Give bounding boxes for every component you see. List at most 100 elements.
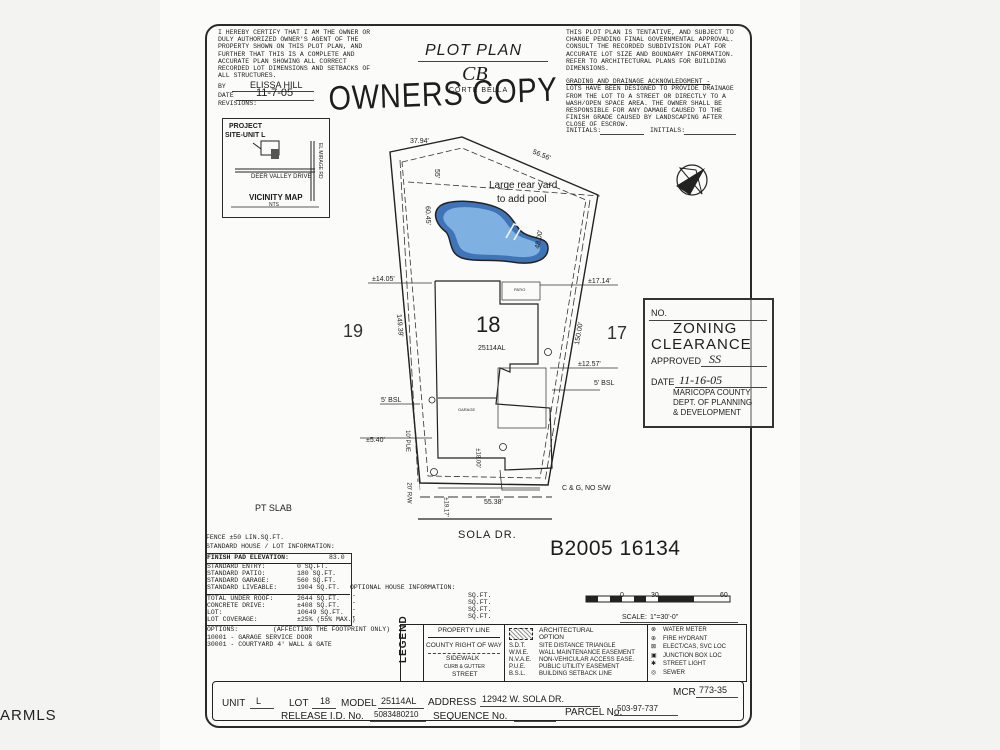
- optional-title: OPTIONAL HOUSE INFORMATION:: [350, 584, 456, 591]
- date-label: DATE: [218, 92, 234, 99]
- info-row-value: ±25% (55% MAX.): [297, 616, 356, 623]
- legend-abbrev-code: W.M.E.: [509, 650, 529, 656]
- info-row-label: CONCRETE DRIVE:: [207, 602, 266, 609]
- vicinity-map: PROJECT SITE-UNIT L DEER VALLEY DRIVE EL…: [222, 118, 330, 218]
- dim-top-left: 37.94': [410, 138, 429, 145]
- legend-arch-option: ARCHITECTURAL OPTION: [539, 627, 594, 641]
- legend-title: LEGEND: [398, 615, 409, 663]
- cert-line: I HEREBY CERTIFY THAT I AM THE OWNER OR: [218, 29, 371, 36]
- initials-label-2: INITIALS:: [650, 127, 686, 134]
- garage-label: GARAGE: [458, 407, 476, 412]
- stamp-approved-label: APPROVED: [651, 356, 702, 366]
- dim-setback-right: ±17.14': [588, 278, 611, 285]
- plan-code: 25114AL: [478, 345, 506, 352]
- dim-bottom: 55.38': [484, 499, 503, 506]
- approval-note: THIS PLOT PLAN IS TENTATIVE, AND SUBJECT…: [566, 29, 734, 129]
- legend-symbol-label: SEWER: [663, 669, 686, 676]
- optional-row-unit: SQ.FT.: [468, 592, 492, 599]
- patio-outline: [501, 281, 541, 301]
- zoning-clearance-stamp: NO. ZONING CLEARANCE APPROVED SS DATE 11…: [643, 298, 774, 428]
- info-row-value: 1904 SQ.FT.: [297, 584, 340, 591]
- footer-mcr-label: MCR: [673, 687, 696, 698]
- scale-tick-60: 60: [720, 592, 728, 599]
- legend-street: STREET: [452, 671, 478, 678]
- cert-line: RECORDED LOT DIMENSIONS AND SETBACKS OF: [218, 65, 371, 73]
- neighbor-lot-17: 17: [607, 323, 628, 343]
- legend-abbrev-text: WALL MAINTENANCE EASEMENT: [539, 650, 635, 656]
- pool-note-line-1: Large rear yard: [489, 180, 558, 191]
- stamp-title-clearance: CLEARANCE: [651, 336, 752, 353]
- optional-house-info: OPTIONAL HOUSE INFORMATION: - SQ.FT. - SQ.F…: [350, 584, 500, 625]
- optional-row-dash: -: [352, 592, 356, 599]
- house-info-table: STANDARD HOUSE / LOT INFORMATION: FINISH…: [205, 542, 356, 624]
- vicinity-map-lines: [231, 140, 319, 208]
- footer-unit-label: UNIT: [222, 698, 246, 709]
- setback-line: [401, 147, 587, 479]
- legend-abbrev-text: NON-VEHICULAR ACCESS EASE.: [539, 657, 635, 663]
- legend-symbol-label: ELECT/CAS, SVC LOC: [663, 644, 727, 650]
- road-el-mirage: EL MIRAGE RD: [317, 143, 323, 179]
- option-item: 10001 - GARAGE SERVICE DOOR: [207, 634, 313, 641]
- legend-county-row: COUNTY RIGHT OF WAY: [426, 642, 502, 649]
- option-item: 30001 - COURTYARD 4' WALL & GATE: [207, 641, 332, 648]
- options-box: OPTIONS: (AFFECTING THE FOOTPRINT ONLY) …: [205, 625, 400, 675]
- legend-box: LEGEND PROPERTY LINE COUNTY RIGHT OF WAY…: [398, 615, 747, 682]
- options-subtitle: (AFFECTING THE FOOTPRINT ONLY): [273, 626, 391, 633]
- road-deer-valley: DEER VALLEY DRIVE: [251, 174, 312, 180]
- dim-side-right: ±12.57': [578, 361, 601, 368]
- legend-abbrev-code: S.D.T.: [509, 643, 526, 649]
- scale-label: SCALE:: [622, 614, 647, 621]
- grading-title: GRADING AND DRAINAGE ACKNOWLEDGMENT -: [566, 78, 711, 86]
- info-row-value: 180 SQ.FT.: [297, 570, 337, 577]
- stamp-dept-3: & DEVELOPMENT: [673, 408, 742, 417]
- note-line: CLOSE OF ESCROW.: [566, 121, 629, 129]
- date-value: 11-7-05: [256, 87, 294, 99]
- legend-symbol-label: FIRE HYDRANT: [663, 635, 708, 642]
- legend-abbrev-text: BUILDING SETBACK LINE: [539, 671, 613, 677]
- dim-front-left: ±5.40': [366, 437, 385, 444]
- optional-row-dash: -: [352, 606, 356, 613]
- stamp-dept-1: MARICOPA COUNTY: [673, 388, 751, 397]
- info-row-label: STANDARD PATIO:: [207, 570, 266, 577]
- footer-release-value: 5083480210: [374, 710, 419, 719]
- site-label: SITE-UNIT L: [225, 132, 266, 139]
- footer-model-value: 25114AL: [381, 696, 417, 706]
- note-line: FINISH GRADE CAUSED BY LANDSCAPING AFTER: [566, 114, 723, 122]
- permit-number: B2005 16134: [550, 537, 681, 560]
- info-row-value: 0 SQ.FT.: [297, 563, 329, 570]
- cert-line: DULY AUTHORIZED OWNER'S AGENT OF THE: [218, 36, 359, 44]
- north-arrow: [676, 164, 708, 196]
- cert-line: ALL STRUCTURES.: [218, 72, 277, 80]
- dim-rear-mid: 60.45': [423, 205, 432, 226]
- scale-tick-0: 0: [620, 592, 624, 599]
- legend-symbol-label: STREET LIGHT: [663, 661, 706, 667]
- note-line: CONSULT THE RECORDED SUBDIVISION PLAT FO…: [566, 43, 726, 51]
- scale-value: 1"=30'-0": [650, 614, 679, 621]
- info-row-value: 560 SQ.FT.: [297, 577, 337, 584]
- footer-parcel-value: 503-97-737: [617, 704, 658, 713]
- stamp-dept-2: DEPT. OF PLANNING: [673, 398, 753, 407]
- fence-note: FENCE ±50 LIN.SQ.FT.: [206, 534, 285, 541]
- stamp-date-value: 11-16-05: [679, 373, 723, 387]
- info-row-label: STANDARD ENTRY:: [207, 563, 266, 570]
- legend-symbol-icon: ⊕: [651, 635, 657, 642]
- scale-bar: [585, 595, 731, 603]
- info-row-value: 10649 SQ.FT.: [297, 609, 344, 616]
- by-value: ELISSA HILL: [250, 80, 303, 90]
- optional-row-unit: SQ.FT.: [468, 613, 492, 620]
- footer-address-label: ADDRESS: [428, 697, 477, 708]
- footer-lot-value: 18: [320, 696, 331, 706]
- legend-abbrev-text: PUBLIC UTILITY EASEMENT: [539, 664, 620, 670]
- dim-front-depth: ±18.00': [474, 448, 481, 468]
- revisions-label: REVISIONS:: [218, 100, 258, 107]
- note-line: THIS PLOT PLAN IS TENTATIVE, AND SUBJECT…: [566, 29, 734, 36]
- house-info-title: STANDARD HOUSE / LOT INFORMATION:: [206, 543, 335, 550]
- legend-symbol-icon: ⊠: [651, 644, 657, 650]
- optional-row-dash: -: [352, 599, 356, 606]
- footer-address-value: 12942 W. SOLA DR.: [482, 694, 565, 704]
- dim-side-bsl-right: 5' BSL: [594, 380, 615, 387]
- options-title: OPTIONS:: [207, 626, 239, 633]
- pool-note-line-2: to add pool: [497, 194, 547, 205]
- scale-tick-30: 30: [651, 592, 659, 599]
- logo-text: CORTE BELLA: [449, 87, 509, 94]
